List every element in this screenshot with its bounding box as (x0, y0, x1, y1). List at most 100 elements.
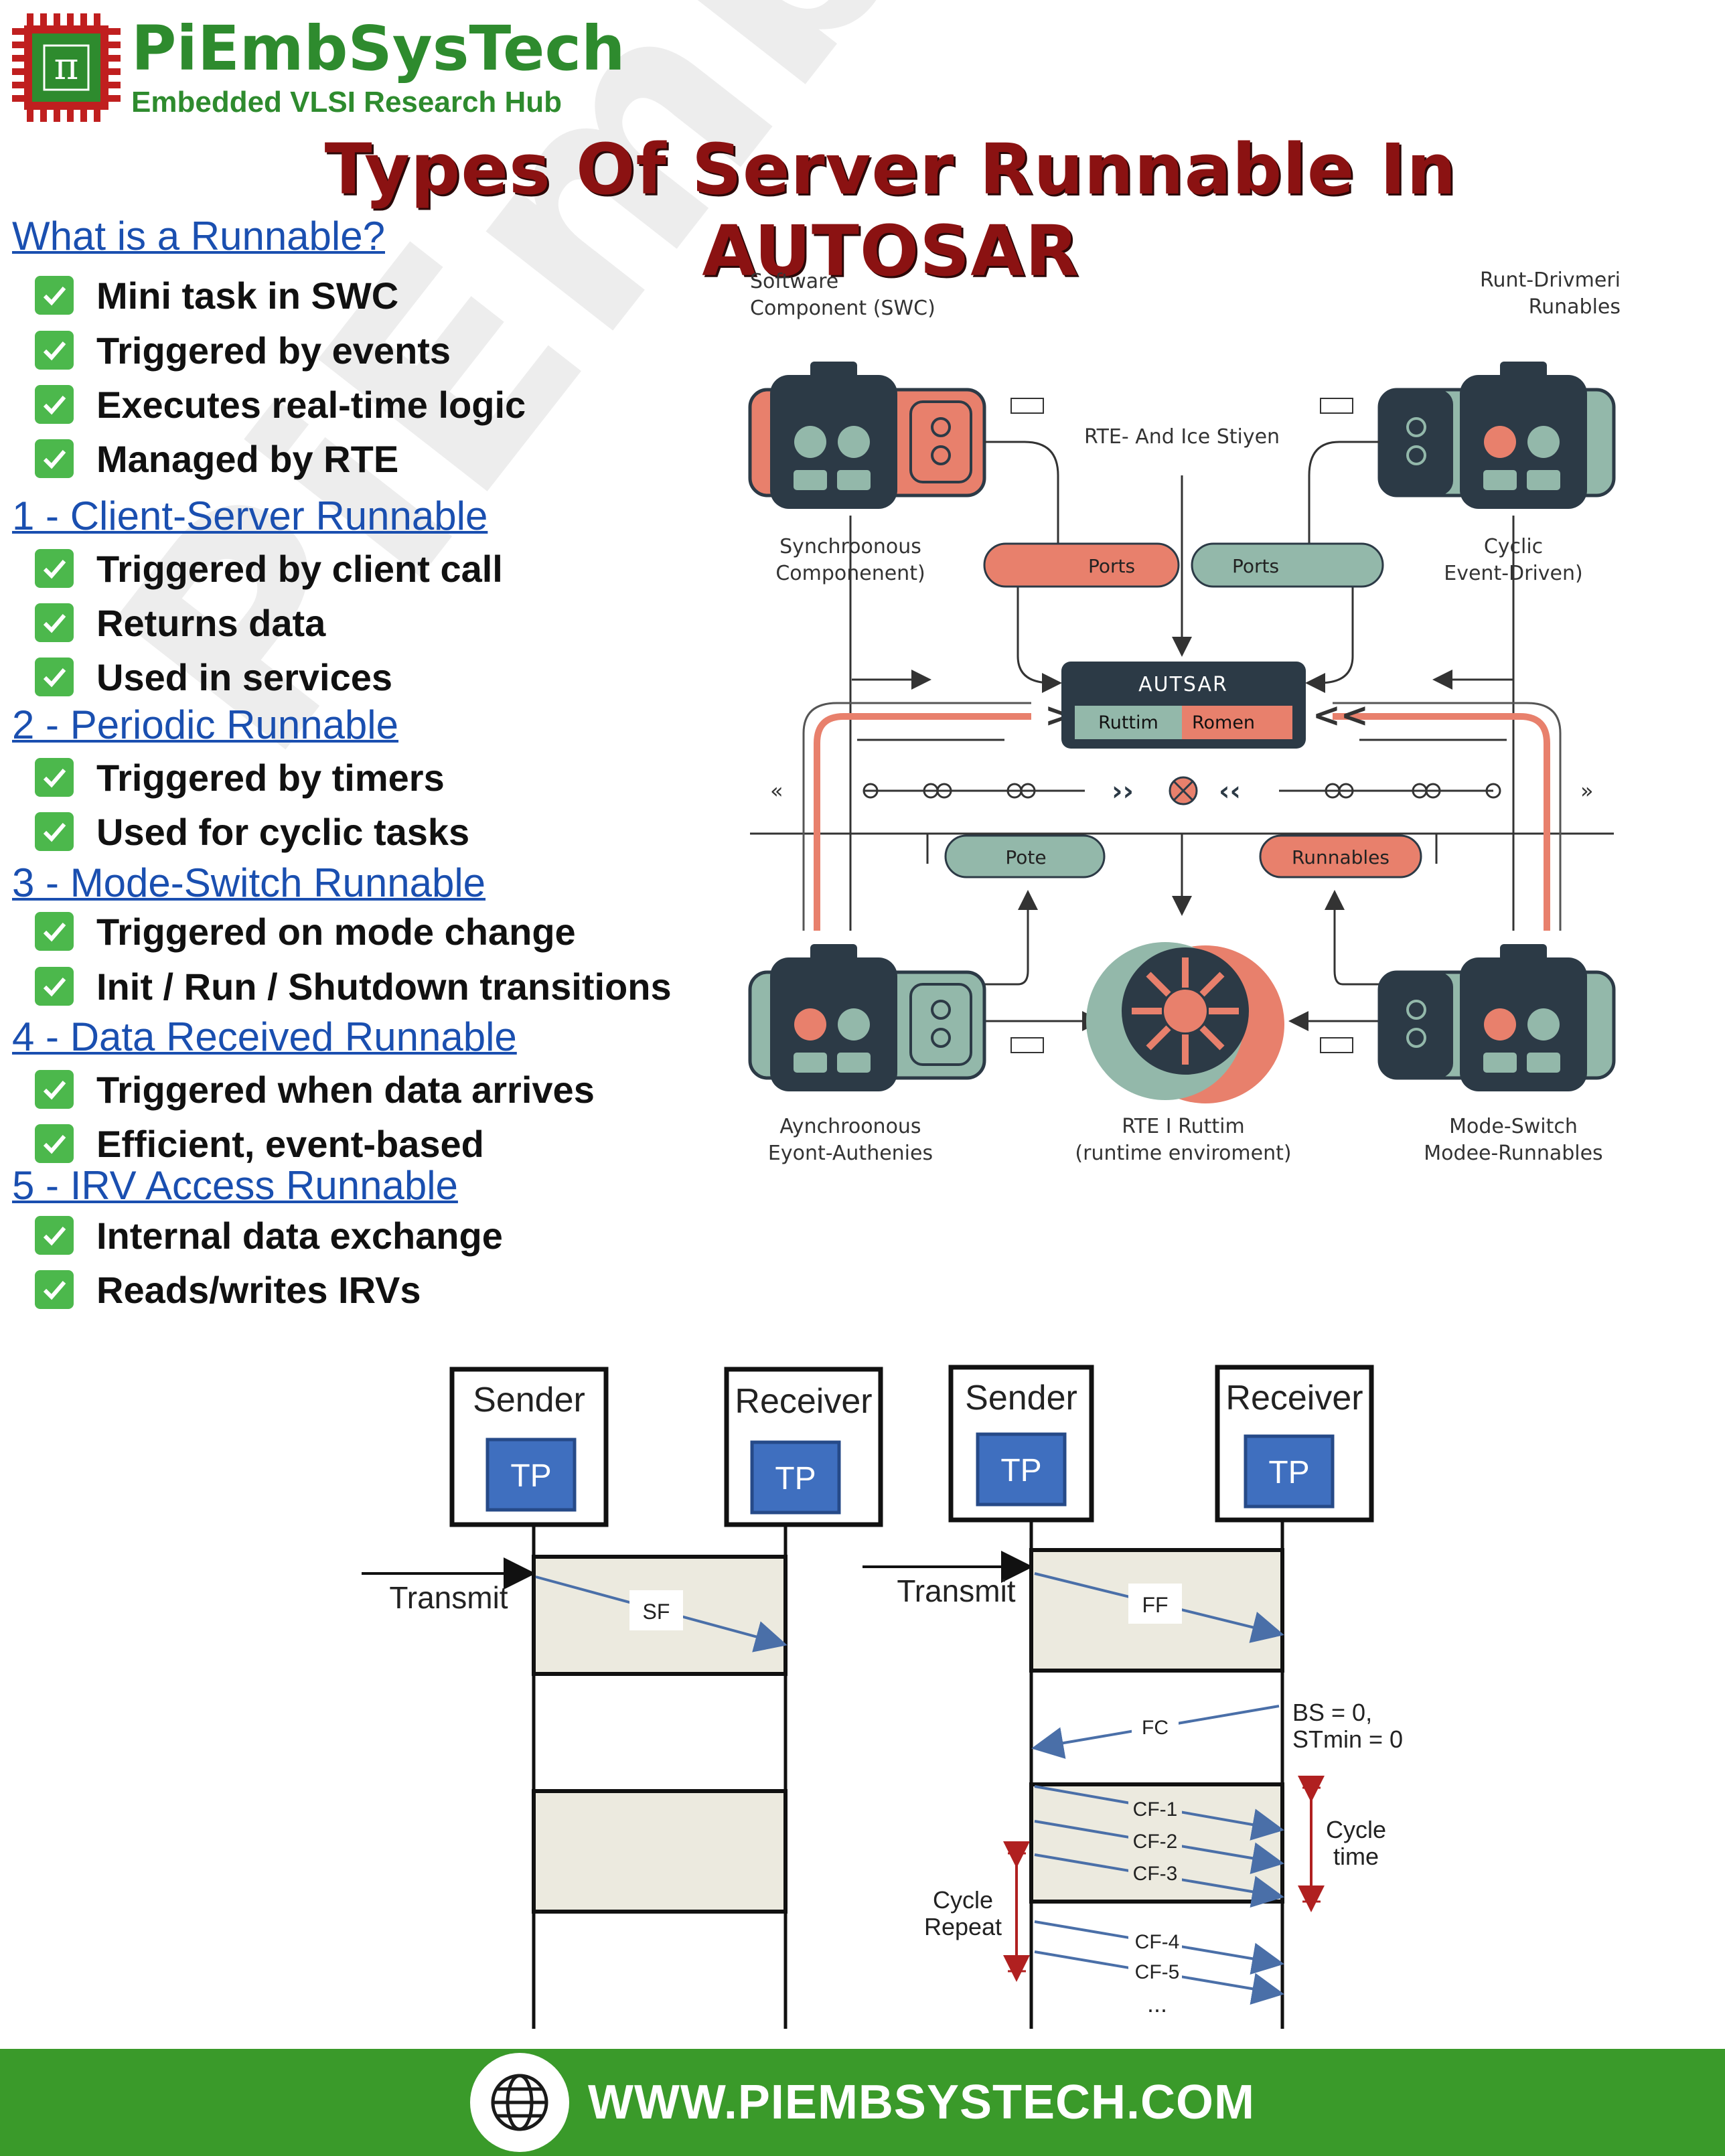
svg-text:SF: SF (643, 1600, 670, 1624)
checkmark-icon (35, 658, 74, 696)
list-item: Reads/writes IRVs (35, 1267, 421, 1312)
svg-text:TP: TP (1000, 1453, 1041, 1488)
brand-tagline: Embedded VLSI Research Hub (131, 86, 562, 119)
svg-text:Ports: Ports (1088, 555, 1135, 577)
svg-text:Cycle: Cycle (1326, 1816, 1386, 1843)
svg-text:TP: TP (1268, 1455, 1309, 1490)
swc-top-right-icon (1377, 362, 1616, 509)
footer-bar: WWW.PIEMBSYSTECH.COM (0, 2049, 1725, 2156)
list-item: Triggered by client call (35, 546, 503, 591)
page-title: Types Of Server Runnable In AUTOSAR (324, 129, 1457, 292)
svg-text:Ruttim: Ruttim (1098, 712, 1158, 733)
brand-name: PiEmbSysTech (131, 13, 625, 84)
svg-text:Modee-Runnables: Modee-Runnables (1424, 1142, 1602, 1165)
single-frame-sequence: Sender TP Receiver TP Transmit SF (362, 1367, 883, 2029)
checkmark-icon (35, 1216, 74, 1255)
architecture-diagram: Software Component (SWC) Runt-Drivmeri R… (737, 261, 1641, 1185)
svg-text:RTE I Ruttim: RTE I Ruttim (1122, 1115, 1244, 1138)
svg-text:time: time (1333, 1843, 1379, 1870)
svg-text:Transmit: Transmit (897, 1573, 1015, 1608)
svg-text:CF-4: CF-4 (1135, 1931, 1180, 1953)
section-heading[interactable]: 3 - Mode-Switch Runnable (12, 860, 486, 905)
list-item: Used in services (35, 655, 392, 699)
svg-text:Pote: Pote (1005, 846, 1046, 868)
checkmark-icon (35, 1124, 74, 1163)
checkmark-icon (35, 276, 74, 315)
svg-text:Receiver: Receiver (1225, 1379, 1363, 1417)
swc-top-left-icon (748, 362, 986, 509)
brand-block: PiEmbSysTech Embedded VLSI Research Hub (131, 12, 625, 119)
multi-frame-sequence: Sender TP Receiver TP Transmit FF FC BS … (862, 1365, 1403, 2029)
list-item: Triggered by timers (35, 755, 445, 799)
svg-text:BS = 0,: BS = 0, (1292, 1699, 1372, 1726)
list-item: Internal data exchange (35, 1213, 503, 1257)
svg-text:Repeat: Repeat (924, 1913, 1002, 1940)
svg-text:Sender: Sender (473, 1381, 585, 1419)
list-item: Triggered by events (35, 328, 451, 372)
checkmark-icon (35, 549, 74, 588)
list-item: Mini task in SWC (35, 273, 398, 317)
swc-bottom-left-icon (748, 944, 986, 1091)
svg-text:Runnables: Runnables (1292, 846, 1390, 868)
svg-text:...: ... (1147, 1990, 1167, 2017)
rte-runtime-icon (1086, 942, 1284, 1103)
svg-text:STmin = 0: STmin = 0 (1292, 1725, 1403, 1753)
runnables-box (1259, 834, 1422, 878)
section-heading[interactable]: 2 - Periodic Runnable (12, 702, 399, 747)
svg-text:Aynchroonous: Aynchroonous (779, 1115, 921, 1138)
list-item: Triggered when data arrives (35, 1067, 595, 1111)
checkmark-icon (35, 812, 74, 851)
list-item: Managed by RTE (35, 437, 398, 481)
section-heading[interactable]: 4 - Data Received Runnable (12, 1014, 517, 1059)
svg-text:»: » (1580, 778, 1594, 803)
checkmark-icon (35, 912, 74, 951)
svg-text:FF: FF (1142, 1593, 1168, 1617)
svg-text:CF-2: CF-2 (1133, 1831, 1178, 1853)
checkmark-icon (35, 603, 74, 642)
label-component: Component (SWC) (750, 297, 935, 320)
svg-text:Receiver: Receiver (735, 1382, 872, 1421)
section-heading[interactable]: What is a Runnable? (12, 214, 385, 258)
label-runtime-driven: Runt-Drivmeri (1480, 268, 1621, 292)
website-link[interactable]: WWW.PIEMBSYSTECH.COM (588, 2076, 1255, 2129)
checkmark-icon (35, 967, 74, 1006)
list-item: Efficient, event-based (35, 1122, 484, 1166)
svg-text:Ports: Ports (1232, 555, 1279, 577)
section-heading[interactable]: 5 - IRV Access Runnable (12, 1163, 458, 1208)
label-software: Software (750, 270, 838, 293)
svg-text:Cycle: Cycle (933, 1886, 993, 1914)
pote-box (944, 834, 1106, 878)
swc-bottom-right-icon (1377, 944, 1616, 1091)
svg-text:FC: FC (1142, 1717, 1169, 1739)
list-item: Used for cyclic tasks (35, 810, 469, 854)
checkmark-icon (35, 1070, 74, 1109)
list-item: Executes real-time logic (35, 382, 526, 427)
checkmark-icon (35, 331, 74, 370)
checkmark-icon (35, 758, 74, 797)
checkmark-icon (35, 385, 74, 424)
svg-text:Romen: Romen (1192, 712, 1255, 733)
brand-logo-icon: π (12, 13, 121, 122)
svg-text:Eyont-Authenies: Eyont-Authenies (768, 1142, 933, 1165)
svg-text:TP: TP (775, 1461, 816, 1496)
svg-text:Transmit: Transmit (389, 1580, 508, 1615)
globe-icon (470, 2053, 569, 2152)
svg-text:Mode-Switch: Mode-Switch (1449, 1115, 1578, 1138)
svg-text:TP: TP (510, 1458, 551, 1494)
checkmark-icon (35, 439, 74, 478)
section-heading[interactable]: 1 - Client-Server Runnable (12, 493, 488, 538)
checkmark-icon (35, 1270, 74, 1309)
svg-text:CF-5: CF-5 (1135, 1961, 1180, 1983)
can-tp-sequence-diagram: Sender TP Receiver TP Transmit SF Sender… (348, 1353, 1460, 2049)
svg-text:AUTSAR: AUTSAR (1138, 673, 1228, 696)
list-item: Triggered on mode change (35, 909, 576, 953)
svg-text:CF-1: CF-1 (1133, 1798, 1178, 1821)
ports-right-box (1191, 542, 1384, 588)
svg-text:››: ›› (1112, 776, 1134, 807)
svg-text:CF-3: CF-3 (1133, 1863, 1178, 1885)
svg-text:<<: << (1312, 696, 1369, 735)
label-rte-system: RTE- And Ice Stiyen (1084, 425, 1280, 449)
label-runnables: Runables (1529, 295, 1621, 319)
list-item: Init / Run / Shutdown transitions (35, 964, 672, 1008)
svg-text:Sender: Sender (965, 1379, 1077, 1417)
